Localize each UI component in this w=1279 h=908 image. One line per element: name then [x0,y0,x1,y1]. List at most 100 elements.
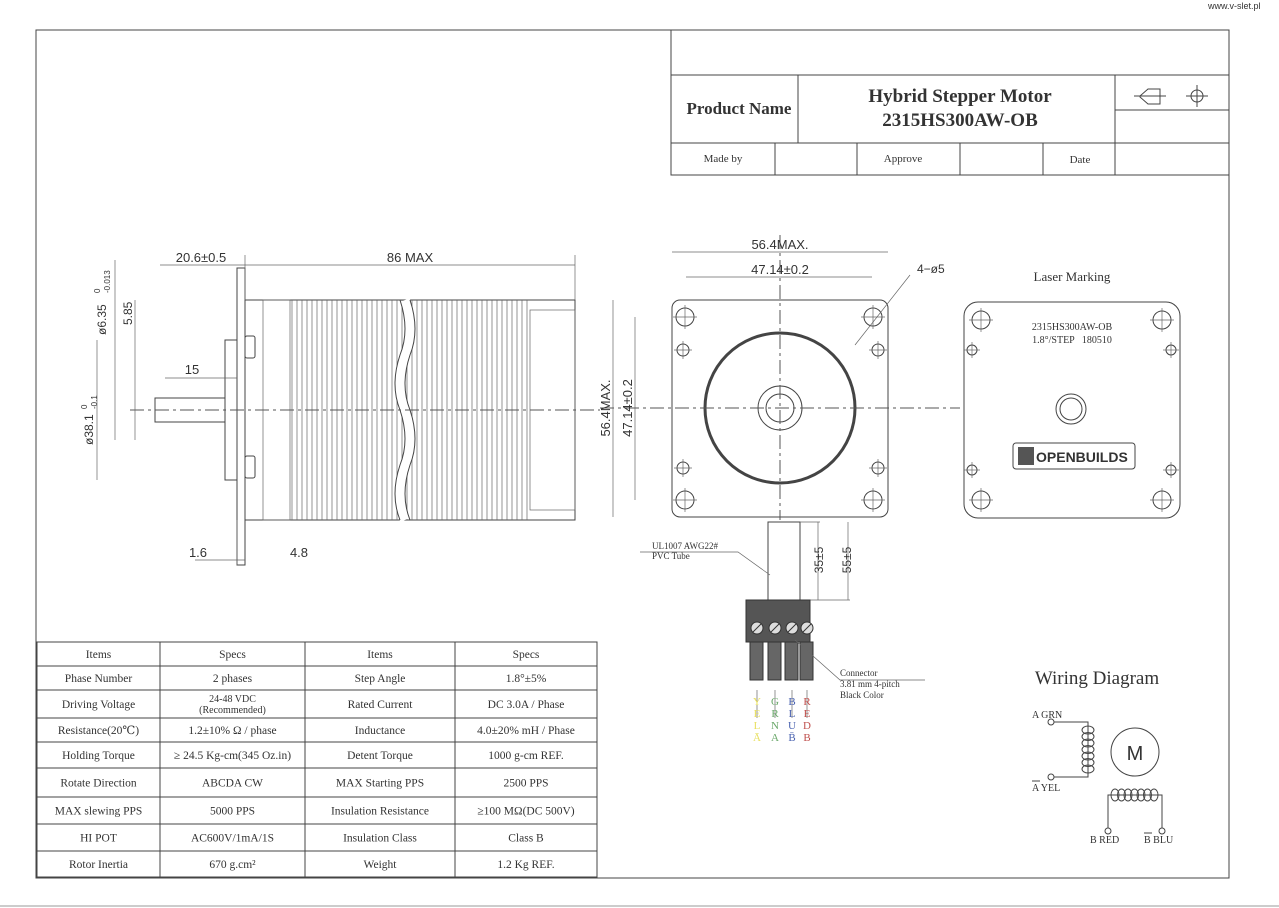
dim-lead-length: 55±5 [840,546,854,573]
made-by-label: Made by [704,153,743,165]
laser-marking-view: Laser Marking 2315HS300AW-OB 1.8°/STEP 1… [963,269,1181,519]
spec-value: DC 3.0A / Phase [488,699,565,711]
side-view: 20.6±0.5 86 MAX 15 ø6.35 0 -0.013 5.85 ø… [80,250,600,566]
product-title: Hybrid Stepper Motor [868,86,1052,107]
connector-color: Black Color [840,690,884,700]
projection-symbol-icon [1134,85,1208,107]
wire-letter: Ā [753,732,761,744]
table-header: Specs [219,649,246,661]
date-label: Date [1070,154,1091,166]
spec-item: Weight [364,859,398,871]
wire-letter: L [754,720,761,732]
spec-item: Rated Current [348,699,414,711]
wire-a-bar-label: A YEL [1032,783,1060,794]
wire-letter: B [803,732,810,744]
dim-body-length: 86 MAX [387,250,434,265]
spec-item: Step Angle [355,673,406,685]
dim-shaft-dia: ø6.35 [95,304,109,335]
table-header: Items [367,649,393,661]
wire-a-label: A GRN [1032,710,1062,721]
spec-value: ABCDA CW [202,778,263,790]
dim-shaft-tol-upper: 0 [93,288,102,293]
title-block: Product Name Hybrid Stepper Motor 2315HS… [670,29,1230,176]
dim-width-max: 56.4MAX. [751,237,808,252]
spec-value: 1.2 Kg REF. [497,859,554,871]
dim-shaft-tol-lower: -0.013 [103,270,112,293]
product-model: 2315HS300AW-OB [882,110,1038,131]
spec-value: 24-48 VDC(Recommended) [199,694,266,716]
spec-item: Detent Torque [347,750,413,762]
wire-letter: L [789,708,796,720]
dim-boss-tol-lower: -0.1 [90,395,99,409]
dim-hole-spacing-vertical: 47.14±0.2 [620,379,635,437]
laser-step-line: 1.8°/STEP 180510 [1032,335,1112,346]
laser-marking-heading: Laser Marking [1034,269,1111,284]
spec-item: Insulation Class [343,833,417,845]
spec-value: 4.0±20% mH / Phase [477,725,575,737]
spec-value: 1000 g-cm REF. [488,750,564,762]
spec-value: Class B [508,833,544,845]
spec-item: Inductance [355,725,405,737]
dim-hole-spacing: 47.14±0.2 [751,262,809,277]
wire-letter: N [771,720,779,732]
dim-mount-holes: 4−ø5 [917,262,945,276]
front-view: 56.4MAX. 47.14±0.2 56.4MAX. 47.14±0.2 4−… [598,235,960,744]
spec-item: Insulation Resistance [331,806,429,818]
drawing-border [35,29,1230,879]
wire-letter: Y [753,696,761,708]
cable-label: UL1007 AWG22# [652,541,719,551]
spec-item: MAX slewing PPS [55,806,143,818]
spec-item: Resistance(20℃) [58,725,139,737]
spec-item: Holding Torque [62,750,135,762]
product-name-label: Product Name [687,99,792,118]
wire-letter: B [788,696,795,708]
dim-boss-tol-upper: 0 [80,404,89,409]
spec-item: Rotor Inertia [69,859,128,871]
spec-value: 5000 PPS [210,806,255,818]
spec-value: AC600V/1mA/1S [191,833,274,845]
spec-item: HI POT [80,833,117,845]
dim-boss-dia: ø38.1 [82,414,96,445]
wiring-diagram: Wiring Diagram M A GRN A YEL B RED B BLU [1032,668,1174,846]
spec-item: Phase Number [65,673,133,685]
dim-boss-height: 4.8 [290,545,308,560]
spec-item: Driving Voltage [62,699,135,711]
wire-letter: G [771,696,779,708]
wire-b-label: B RED [1090,835,1119,846]
openbuilds-logo-icon [1018,447,1034,465]
spec-value: 2 phases [213,673,253,685]
spec-value: 670 g.cm² [209,859,256,871]
dim-flange-length: 20.6±0.5 [176,250,227,265]
dim-height-max: 56.4MAX. [598,379,613,436]
spec-value: 1.2±10% Ω / phase [188,725,276,737]
table-header: Items [86,649,112,661]
connector [745,599,814,718]
dim-shaft-flat: 15 [185,362,199,377]
spec-value: ≥ 24.5 Kg-cm(345 Oz.in) [174,750,291,762]
laser-model: 2315HS300AW-OB [1032,322,1113,333]
wire-letter: E [804,708,811,720]
openbuilds-logo-text: OPENBUILDS [1036,449,1128,465]
approve-label: Approve [884,153,923,165]
wire-letter: U [788,720,796,732]
dim-flat-depth: 5.85 [121,301,135,325]
spec-item: MAX Starting PPS [336,778,424,790]
spec-item: Rotate Direction [60,778,137,790]
motor-symbol: M [1127,743,1144,765]
wire-letter: E [754,708,761,720]
wire-letter: R [803,696,811,708]
wire-letter: R [771,708,779,720]
wiring-heading: Wiring Diagram [1035,668,1160,689]
cable-tube-label: PVC Tube [652,551,690,561]
wire-letter: B̄ [788,732,795,744]
spec-value: ≥100 MΩ(DC 500V) [477,806,574,818]
wire-letter: A [771,732,779,744]
spec-value: 1.8°±5% [506,673,547,685]
dim-flange-thickness: 1.6 [189,545,207,560]
table-header: Specs [513,649,540,661]
connector-pitch: 3.81 mm 4-pitch [840,679,900,689]
wire-letter: D [803,720,811,732]
spec-value: 2500 PPS [503,778,548,790]
